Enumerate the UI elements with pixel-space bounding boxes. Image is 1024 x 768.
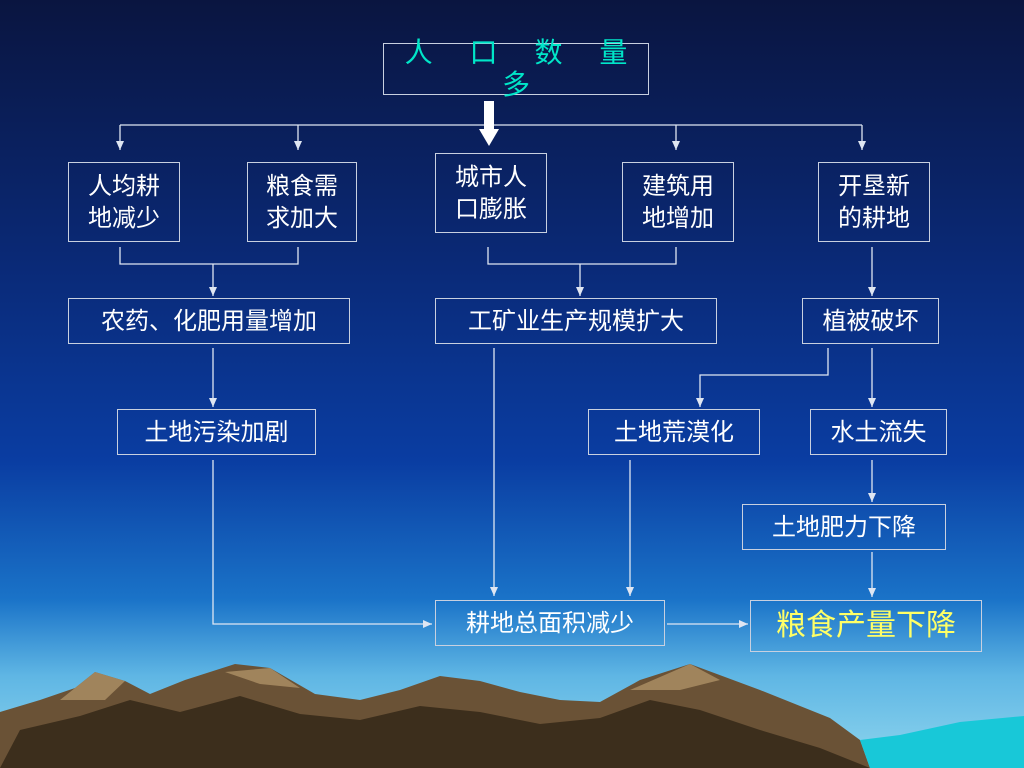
node-land-desertification: 土地荒漠化: [588, 409, 760, 455]
arrow-n9-to-n13: [212, 460, 432, 628]
node-reclaim-new-farmland: 开垦新 的耕地: [818, 162, 930, 242]
node-construction-land-increase: 建筑用 地增加: [622, 162, 734, 242]
node-total-farmland-decrease: 耕地总面积减少: [435, 600, 665, 646]
node-urban-population-expansion: 城市人 口膨胀: [435, 153, 547, 233]
bracket-n3-n4: [487, 247, 677, 265]
node-vegetation-destruction: 植被破坏: [802, 298, 939, 344]
bracket-n1-n2: [119, 247, 299, 265]
arrow-to-n10: [696, 348, 829, 407]
node-per-capita-farmland-decrease: 人均耕 地减少: [68, 162, 180, 242]
node-grain-output-decline: 粮食产量下降: [750, 600, 982, 652]
down-arrow-icon: [479, 101, 499, 146]
node-pesticide-fertilizer-increase: 农药、化肥用量增加: [68, 298, 350, 344]
node-soil-erosion: 水土流失: [810, 409, 947, 455]
node-land-pollution-worsening: 土地污染加剧: [117, 409, 316, 455]
node-grain-demand-increase: 粮食需 求加大: [247, 162, 357, 242]
node-soil-fertility-decline: 土地肥力下降: [742, 504, 946, 550]
node-industry-mining-expansion: 工矿业生产规模扩大: [435, 298, 717, 344]
mountain-range: [0, 664, 1024, 768]
node-population-large: 人 口 数 量 多: [383, 37, 649, 101]
